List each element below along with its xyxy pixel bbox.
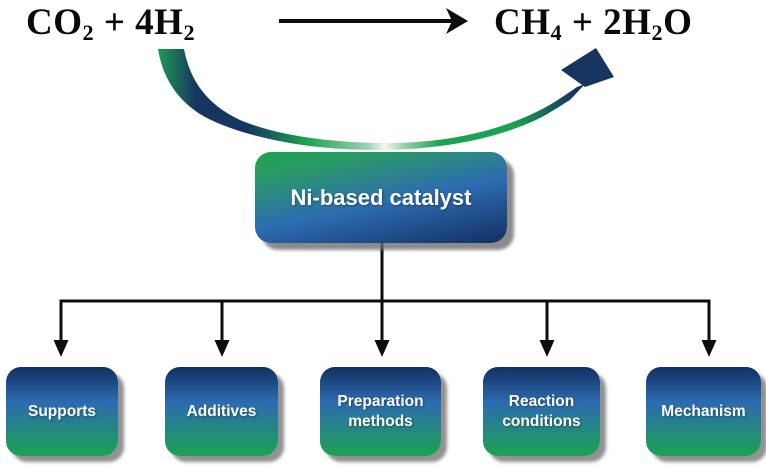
arrowhead-down-icon xyxy=(539,340,555,357)
swoosh-arrowhead-icon xyxy=(561,48,614,87)
catalyst-box-label: Ni-based catalyst xyxy=(290,184,472,210)
equation-products: CH4 + 2H2O xyxy=(494,2,693,46)
swoosh-curve xyxy=(158,49,585,151)
branch-label: Preparation methods xyxy=(337,393,424,430)
arrowhead-down-icon xyxy=(374,340,390,357)
arrowhead-down-icon xyxy=(53,340,69,357)
branch-label: Reaction conditions xyxy=(502,393,581,430)
catalyst-box: Ni-based catalyst xyxy=(255,152,507,243)
branch-box-reaction-conditions: Reaction conditions xyxy=(483,367,600,456)
tree-connectors xyxy=(59,243,711,342)
branch-box-preparation-methods: Preparation methods xyxy=(320,367,441,456)
reaction-arrow-icon xyxy=(279,8,468,34)
branch-label: Supports xyxy=(27,402,97,420)
branch-label: Mechanism xyxy=(661,402,746,420)
branch-box-supports: Supports xyxy=(6,367,118,456)
tree-arrowheads xyxy=(53,340,717,357)
arrowhead-down-icon xyxy=(214,340,230,357)
branch-box-additives: Additives xyxy=(165,367,278,456)
branch-box-mechanism: Mechanism xyxy=(646,367,761,456)
branch-label: Additives xyxy=(186,402,257,420)
arrowhead-down-icon xyxy=(701,340,717,357)
equation-reactants: CO2 + 4H2 xyxy=(26,2,196,46)
